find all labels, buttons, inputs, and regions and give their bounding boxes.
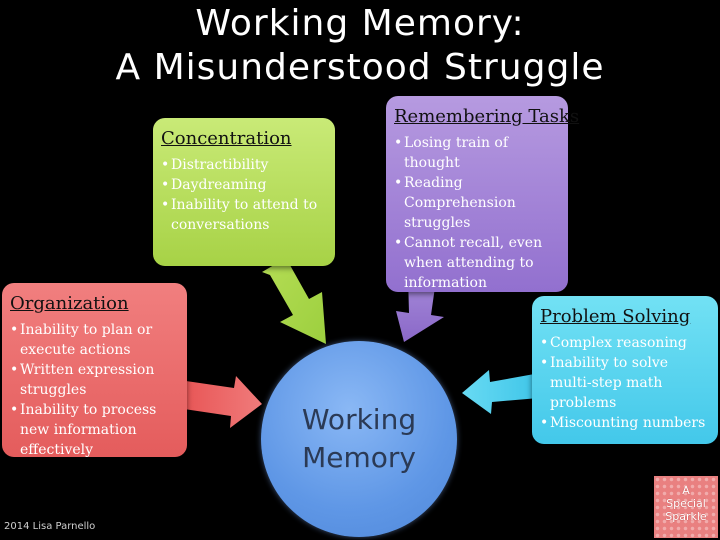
problem-solving-box: Problem Solving Complex reasoning Inabil… xyxy=(532,296,718,444)
logo-line-1: A xyxy=(682,484,690,497)
organization-box: Organization Inability to plan or execut… xyxy=(2,283,187,460)
circle-label-line-1: Working xyxy=(301,403,417,436)
copyright-text: 2014 Lisa Parnello xyxy=(4,521,96,532)
problem-solving-heading: Problem Solving xyxy=(540,306,691,327)
problem-solving-list: Complex reasoning Inability to solve mul… xyxy=(540,333,710,433)
concentration-box: Concentration Distractibility Daydreamin… xyxy=(153,118,335,266)
list-item: Inability to process new information eff… xyxy=(10,400,179,460)
organization-list: Inability to plan or execute actions Wri… xyxy=(10,320,179,460)
list-item: Inability to solve multi-step math probl… xyxy=(540,353,710,413)
list-item: Miscounting numbers xyxy=(540,413,710,433)
arrow-problem-solving xyxy=(462,370,540,414)
list-item: Inability to attend to conversations xyxy=(161,195,327,235)
concentration-heading: Concentration xyxy=(161,128,292,149)
title-line-2: A Misunderstood Struggle xyxy=(115,47,605,88)
a-special-sparkle-logo: A Special Sparkle xyxy=(654,476,718,538)
remembering-tasks-box: Remembering Tasks Losing train of though… xyxy=(386,96,580,293)
remembering-tasks-heading: Remembering Tasks xyxy=(394,106,580,127)
arrow-organization xyxy=(184,376,262,428)
remembering-tasks-list: Losing train of thought Reading Comprehe… xyxy=(394,133,560,293)
list-item: Daydreaming xyxy=(161,175,327,195)
list-item: Distractibility xyxy=(161,155,327,175)
list-item: Reading Comprehension struggles xyxy=(394,173,560,233)
logo-line-3: Sparkle xyxy=(665,510,707,523)
list-item: Cannot recall, even when attending to in… xyxy=(394,233,560,293)
list-item: Losing train of thought xyxy=(394,133,560,173)
list-item: Inability to plan or execute actions xyxy=(10,320,179,360)
circle-label-line-2: Memory xyxy=(302,441,416,474)
organization-heading: Organization xyxy=(10,293,129,314)
concentration-list: Distractibility Daydreaming Inability to… xyxy=(161,155,327,235)
working-memory-circle: Working Memory xyxy=(261,341,457,537)
logo-line-2: Special xyxy=(666,497,706,510)
title-line-1: Working Memory: xyxy=(195,3,525,44)
list-item: Written expression struggles xyxy=(10,360,179,400)
arrow-concentration xyxy=(262,258,326,344)
list-item: Complex reasoning xyxy=(540,333,710,353)
